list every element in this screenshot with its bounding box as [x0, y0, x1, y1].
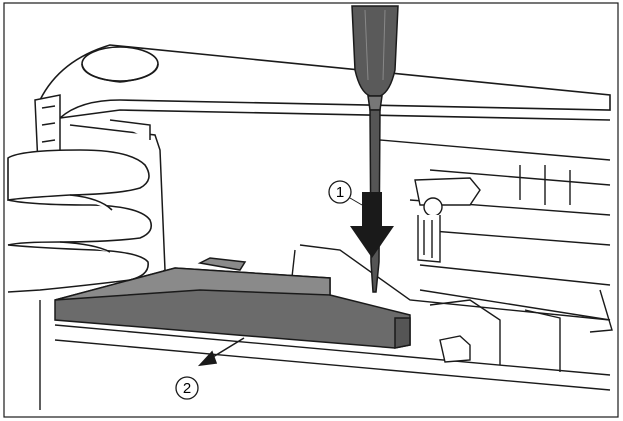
hand-icon — [7, 149, 153, 293]
callout-1-label: 1 — [336, 184, 344, 201]
latch-clip — [414, 177, 481, 263]
arrow-down-icon — [350, 192, 394, 258]
callout-2: 2 — [175, 376, 199, 400]
arrow-out-icon — [197, 337, 245, 367]
bottom-tray — [39, 244, 611, 410]
filter-cover-part — [54, 257, 411, 349]
callout-1: 1 — [328, 180, 363, 206]
callout-2-label: 2 — [183, 380, 191, 397]
appliance-top-panel — [39, 44, 611, 121]
